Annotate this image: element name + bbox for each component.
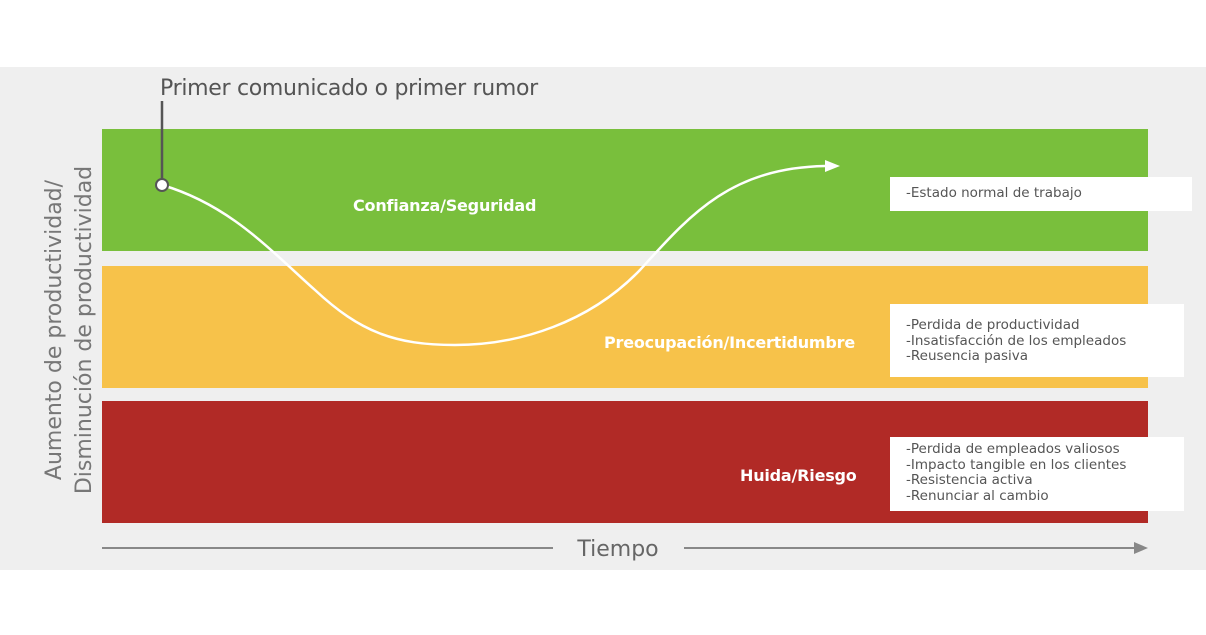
note-line: -Reusencia pasiva xyxy=(906,348,1029,364)
note-line: -Perdida de productividad xyxy=(906,317,1080,333)
band-label-preocupacion: Preocupación/Incertidumbre xyxy=(604,333,855,352)
note-line: -Estado normal de trabajo xyxy=(906,185,1082,201)
note-box-preocupacion: -Perdida de productividad -Insatisfacció… xyxy=(890,304,1184,377)
start-point-marker xyxy=(155,178,169,192)
note-line: -Renunciar al cambio xyxy=(906,487,1049,504)
note-box-huida: -Perdida de empleados valiosos -Impacto … xyxy=(890,437,1184,511)
x-axis-arrow-icon xyxy=(1134,542,1148,554)
note-line: -Resistencia activa xyxy=(906,472,1033,488)
x-axis-label: Tiempo xyxy=(577,537,659,562)
curve-arrowhead-icon xyxy=(825,160,840,172)
note-line: -Perdida de empleados valiosos xyxy=(906,441,1120,457)
band-label-huida: Huida/Riesgo xyxy=(740,466,857,485)
change-curve xyxy=(161,164,826,347)
note-line: -Impacto tangible en los clientes xyxy=(906,456,1127,473)
band-label-confianza: Confianza/Seguridad xyxy=(353,196,537,215)
note-line: -Insatisfacción de los empleados xyxy=(906,332,1127,349)
note-box-confianza: -Estado normal de trabajo xyxy=(890,177,1192,211)
callout-title: Primer comunicado o primer rumor xyxy=(160,76,538,101)
